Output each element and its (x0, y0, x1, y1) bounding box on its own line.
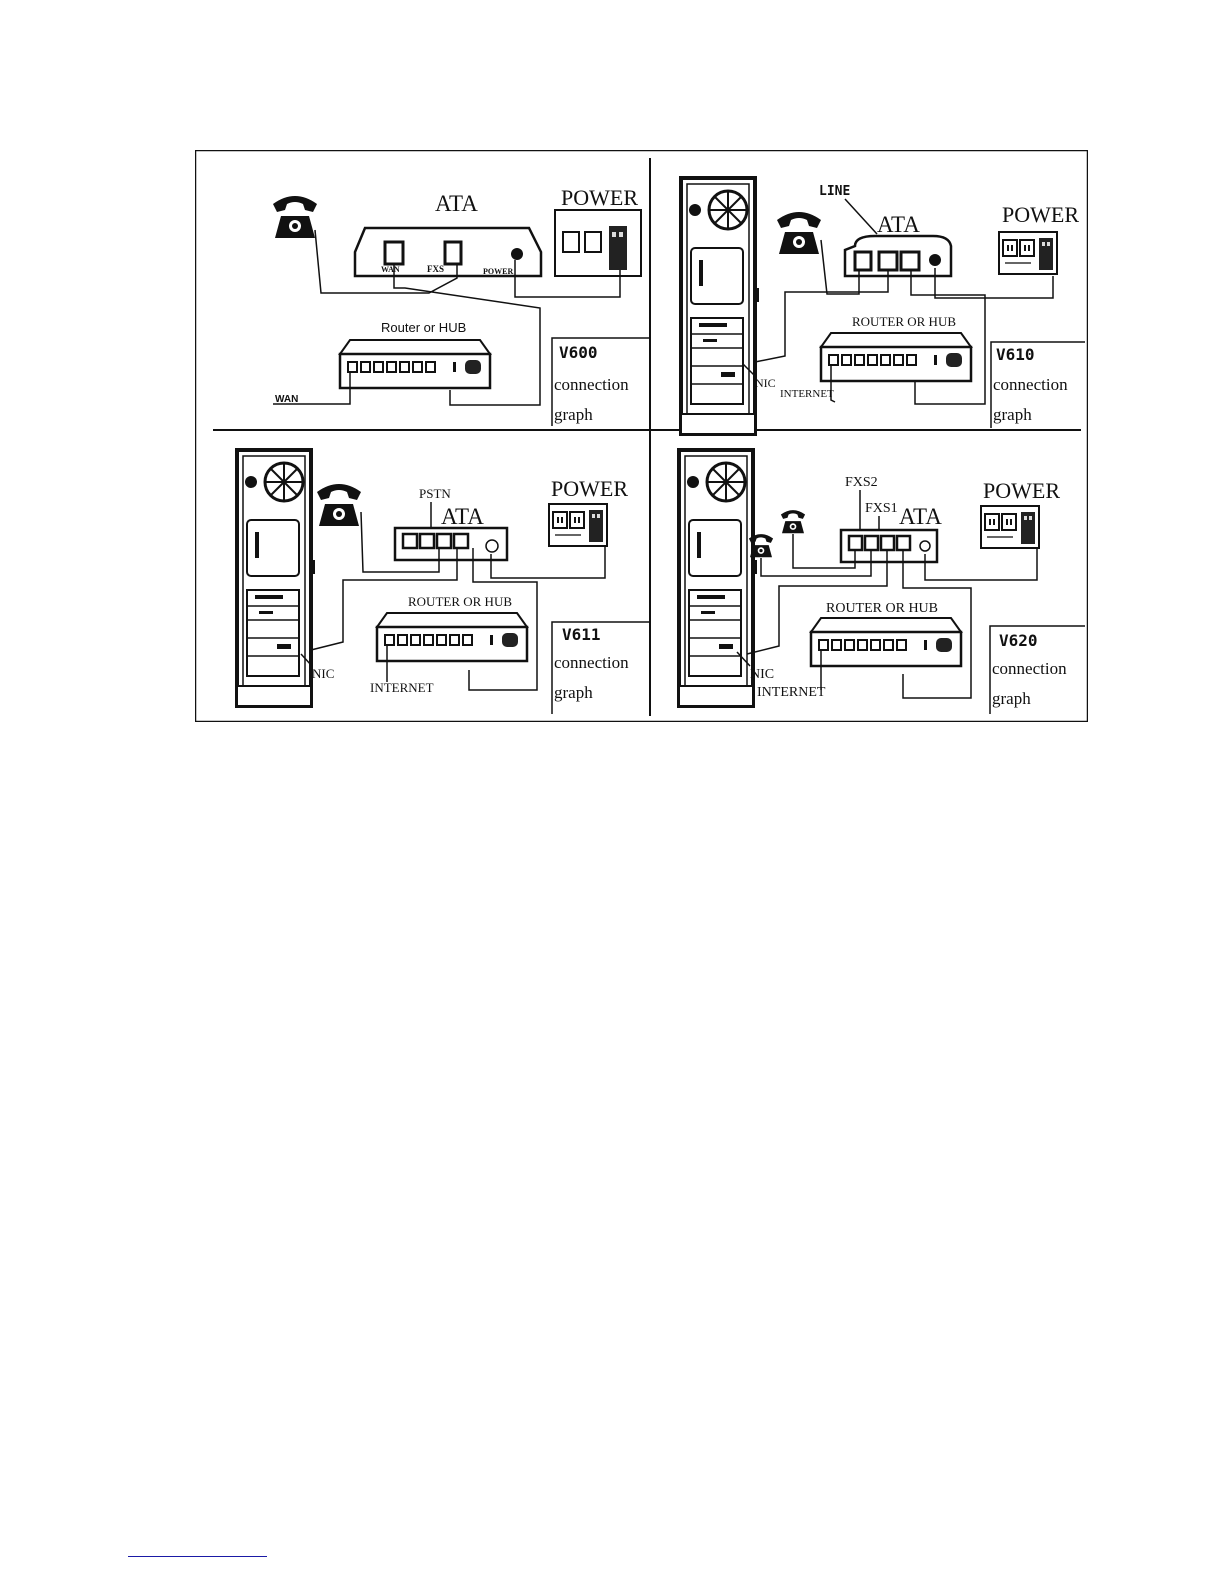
pc-tower (679, 450, 757, 706)
caption-line2: graph (554, 683, 593, 702)
line-label: LINE (819, 184, 850, 199)
caption-line1: connection (554, 653, 629, 672)
power-outlet (999, 232, 1057, 274)
caption-line1: connection (554, 375, 629, 394)
fxs1-label: FXS1 (865, 501, 898, 516)
connection-diagram-frame: ATA WAN FXS POWER POWER Router or HUB WA… (195, 150, 1088, 722)
ata-port-fxs-label: FXS (427, 264, 444, 274)
fxs2-label: FXS2 (845, 475, 878, 490)
internet-label: INTERNET (370, 680, 434, 695)
router-label: ROUTER OR HUB (852, 314, 956, 329)
router-device (377, 613, 527, 661)
caption-line2: graph (993, 405, 1032, 424)
pc-tower (237, 450, 315, 706)
ata-label: ATA (877, 212, 920, 237)
ata-label: ATA (441, 504, 484, 529)
router-label: Router or HUB (381, 320, 466, 335)
wan-label: WAN (275, 394, 298, 405)
caption-line1: connection (993, 375, 1068, 394)
caption-line2: graph (992, 689, 1031, 708)
power-outlet (555, 210, 641, 276)
internet-label: INTERNET (757, 685, 826, 700)
router-device (340, 340, 490, 388)
footnote-separator (128, 1556, 267, 1557)
ata-label: ATA (899, 504, 942, 529)
ata-label: ATA (435, 191, 478, 216)
model-label: V610 (996, 345, 1035, 364)
power-label: POWER (983, 478, 1060, 503)
nic-label: NIC (750, 667, 774, 682)
ata-port-wan-label: WAN (381, 265, 400, 274)
model-label: V600 (559, 343, 598, 362)
caption-line2: graph (554, 405, 593, 424)
power-label: POWER (1002, 202, 1079, 227)
router-device (821, 333, 971, 381)
nic-label: NIC (312, 666, 334, 681)
power-outlet (549, 504, 607, 546)
model-label: V611 (562, 625, 601, 644)
connection-diagram: ATA WAN FXS POWER POWER Router or HUB WA… (195, 150, 1088, 722)
router-label: ROUTER OR HUB (826, 601, 938, 616)
pc-tower (681, 178, 759, 434)
router-label: ROUTER OR HUB (408, 594, 512, 609)
power-label: POWER (561, 185, 638, 210)
internet-label: INTERNET (780, 388, 834, 400)
model-label: V620 (999, 631, 1038, 650)
ata-port-power-label: POWER (483, 267, 513, 276)
nic-label: NIC (755, 376, 776, 390)
power-label: POWER (551, 476, 628, 501)
power-outlet (981, 506, 1039, 548)
caption-line1: connection (992, 659, 1067, 678)
router-device (811, 618, 961, 666)
pstn-label: PSTN (419, 486, 451, 501)
